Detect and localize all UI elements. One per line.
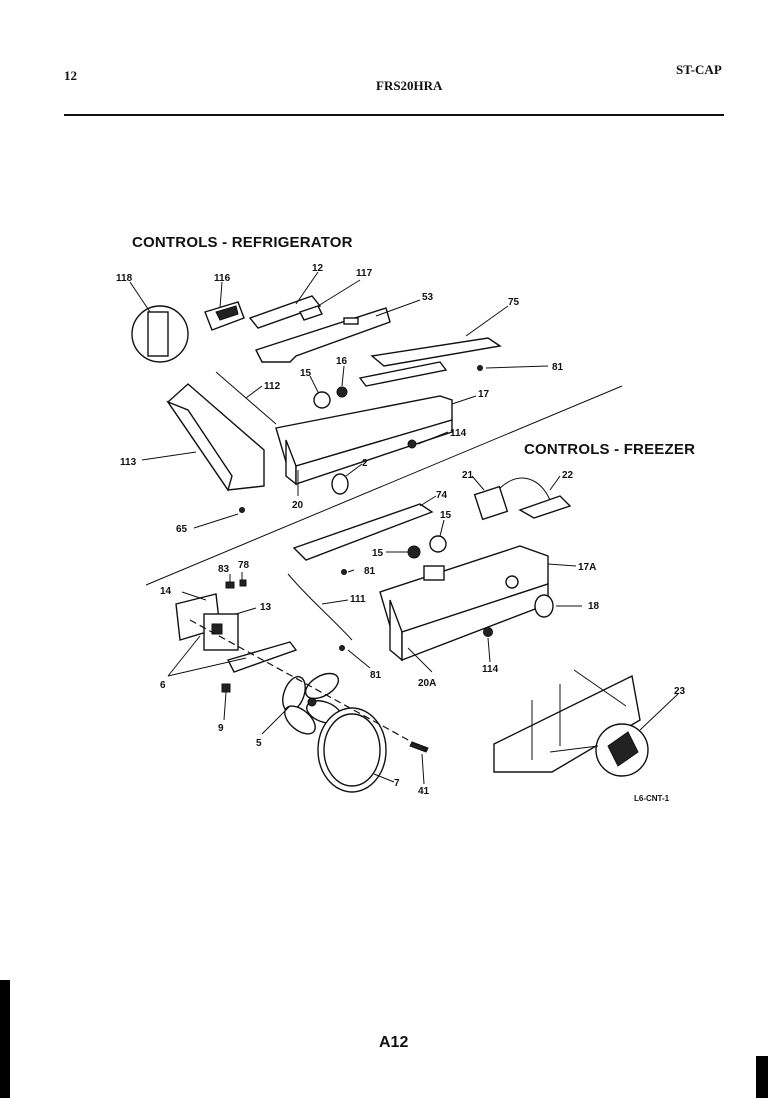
callout-81-lower: 81 bbox=[370, 670, 382, 681]
part-111-harness bbox=[287, 573, 353, 641]
callout-78: 78 bbox=[238, 560, 250, 571]
callout-81-freezer: 81 bbox=[364, 566, 376, 577]
part-22-clip bbox=[518, 495, 572, 519]
callout-15: 15 bbox=[300, 368, 312, 379]
callout-18: 18 bbox=[588, 601, 600, 612]
callout-112: 112 bbox=[264, 381, 281, 392]
section-title-freezer: CONTROLS - FREEZER bbox=[524, 441, 696, 458]
callout-2: 2 bbox=[362, 458, 368, 469]
part-53-slot bbox=[343, 317, 359, 325]
part-15-bulb-freezer bbox=[429, 535, 447, 553]
part-13-terminal bbox=[211, 623, 223, 635]
callout-117: 117 bbox=[356, 268, 373, 279]
part-16-socket bbox=[336, 386, 348, 398]
callout-12: 12 bbox=[312, 263, 324, 274]
header-rule bbox=[64, 114, 724, 116]
callout-20: 20 bbox=[292, 500, 304, 511]
callout-22: 22 bbox=[562, 470, 574, 481]
part-17A-hole bbox=[505, 575, 519, 589]
callout-17A: 17A bbox=[578, 562, 596, 573]
callout-83: 83 bbox=[218, 564, 230, 575]
page-number: 12 bbox=[64, 68, 77, 83]
part-113-flange bbox=[166, 400, 233, 492]
scan-edge-right bbox=[756, 1056, 768, 1098]
page-code: A12 bbox=[379, 1034, 409, 1051]
scan-edge-left bbox=[0, 980, 10, 1098]
callout-81: 81 bbox=[552, 362, 564, 373]
part-23-part bbox=[607, 731, 639, 767]
separator-line bbox=[145, 385, 623, 586]
callout-113: 113 bbox=[120, 457, 137, 468]
part-41-screw bbox=[409, 741, 429, 753]
part-20-face bbox=[295, 419, 453, 485]
part-6-arm bbox=[226, 641, 298, 673]
callout-9: 9 bbox=[218, 723, 224, 734]
callout-17: 17 bbox=[478, 389, 490, 400]
part-116-dial bbox=[215, 305, 239, 321]
part-65-screw bbox=[239, 507, 245, 513]
section-title-refrigerator: CONTROLS - REFRIGERATOR bbox=[132, 234, 353, 251]
callout-14: 14 bbox=[160, 586, 172, 597]
callout-53: 53 bbox=[422, 292, 434, 303]
callout-15-freezer-lower: 15 bbox=[372, 548, 384, 559]
part-23-leader bbox=[549, 745, 599, 753]
callout-6: 6 bbox=[160, 680, 166, 691]
part-114-screw bbox=[407, 439, 417, 449]
callout-114: 114 bbox=[450, 428, 467, 439]
callout-41: 41 bbox=[418, 786, 430, 797]
callout-20A: 20A bbox=[418, 678, 436, 689]
part-117-clip bbox=[299, 305, 323, 321]
part-118-gasket bbox=[147, 311, 169, 357]
callout-5: 5 bbox=[256, 738, 262, 749]
part-21-thermostat bbox=[473, 485, 509, 521]
part-18-knob bbox=[534, 594, 554, 618]
part-75-plate-lower bbox=[358, 361, 448, 387]
callout-65: 65 bbox=[176, 524, 188, 535]
leader-lines bbox=[129, 271, 679, 785]
part-78-clip bbox=[239, 579, 247, 587]
part-74-plate bbox=[292, 503, 434, 561]
part-81-screw bbox=[477, 365, 483, 371]
part-17A-window bbox=[423, 565, 445, 581]
part-113-bracket bbox=[167, 383, 265, 491]
callout-116: 116 bbox=[214, 273, 231, 284]
part-81-screw-lower bbox=[339, 645, 345, 651]
part-9-grommet bbox=[221, 683, 231, 693]
part-15-bulb bbox=[313, 391, 331, 409]
assembly-axis bbox=[189, 619, 431, 753]
part-2-knob bbox=[331, 473, 349, 495]
callout-23: 23 bbox=[674, 686, 686, 697]
callout-13: 13 bbox=[260, 602, 272, 613]
part-114-screw-freezer bbox=[483, 627, 493, 637]
part-75-plate bbox=[370, 337, 502, 367]
part-83-clip bbox=[225, 581, 235, 589]
callout-16: 16 bbox=[336, 356, 348, 367]
callout-118: 118 bbox=[116, 273, 133, 284]
part-15-socket-freezer bbox=[407, 545, 421, 559]
section-code: ST-CAP bbox=[676, 62, 722, 77]
part-81-screw-freezer bbox=[341, 569, 347, 575]
callout-15-freezer-upper: 15 bbox=[440, 510, 452, 521]
callout-7: 7 bbox=[394, 778, 400, 789]
callout-114-freezer: 114 bbox=[482, 664, 499, 675]
callout-111: 111 bbox=[350, 594, 366, 605]
part-22-tube bbox=[499, 477, 551, 501]
model-number: FRS20HRA bbox=[376, 78, 443, 93]
part-7-shroud-inner bbox=[323, 713, 381, 787]
diagram-reference: L6-CNT-1 bbox=[634, 794, 670, 803]
callout-75: 75 bbox=[508, 297, 520, 308]
callout-21: 21 bbox=[462, 470, 474, 481]
callout-74: 74 bbox=[436, 490, 448, 501]
cabinet-detail-lines bbox=[531, 669, 627, 760]
part-12-control bbox=[248, 295, 322, 329]
